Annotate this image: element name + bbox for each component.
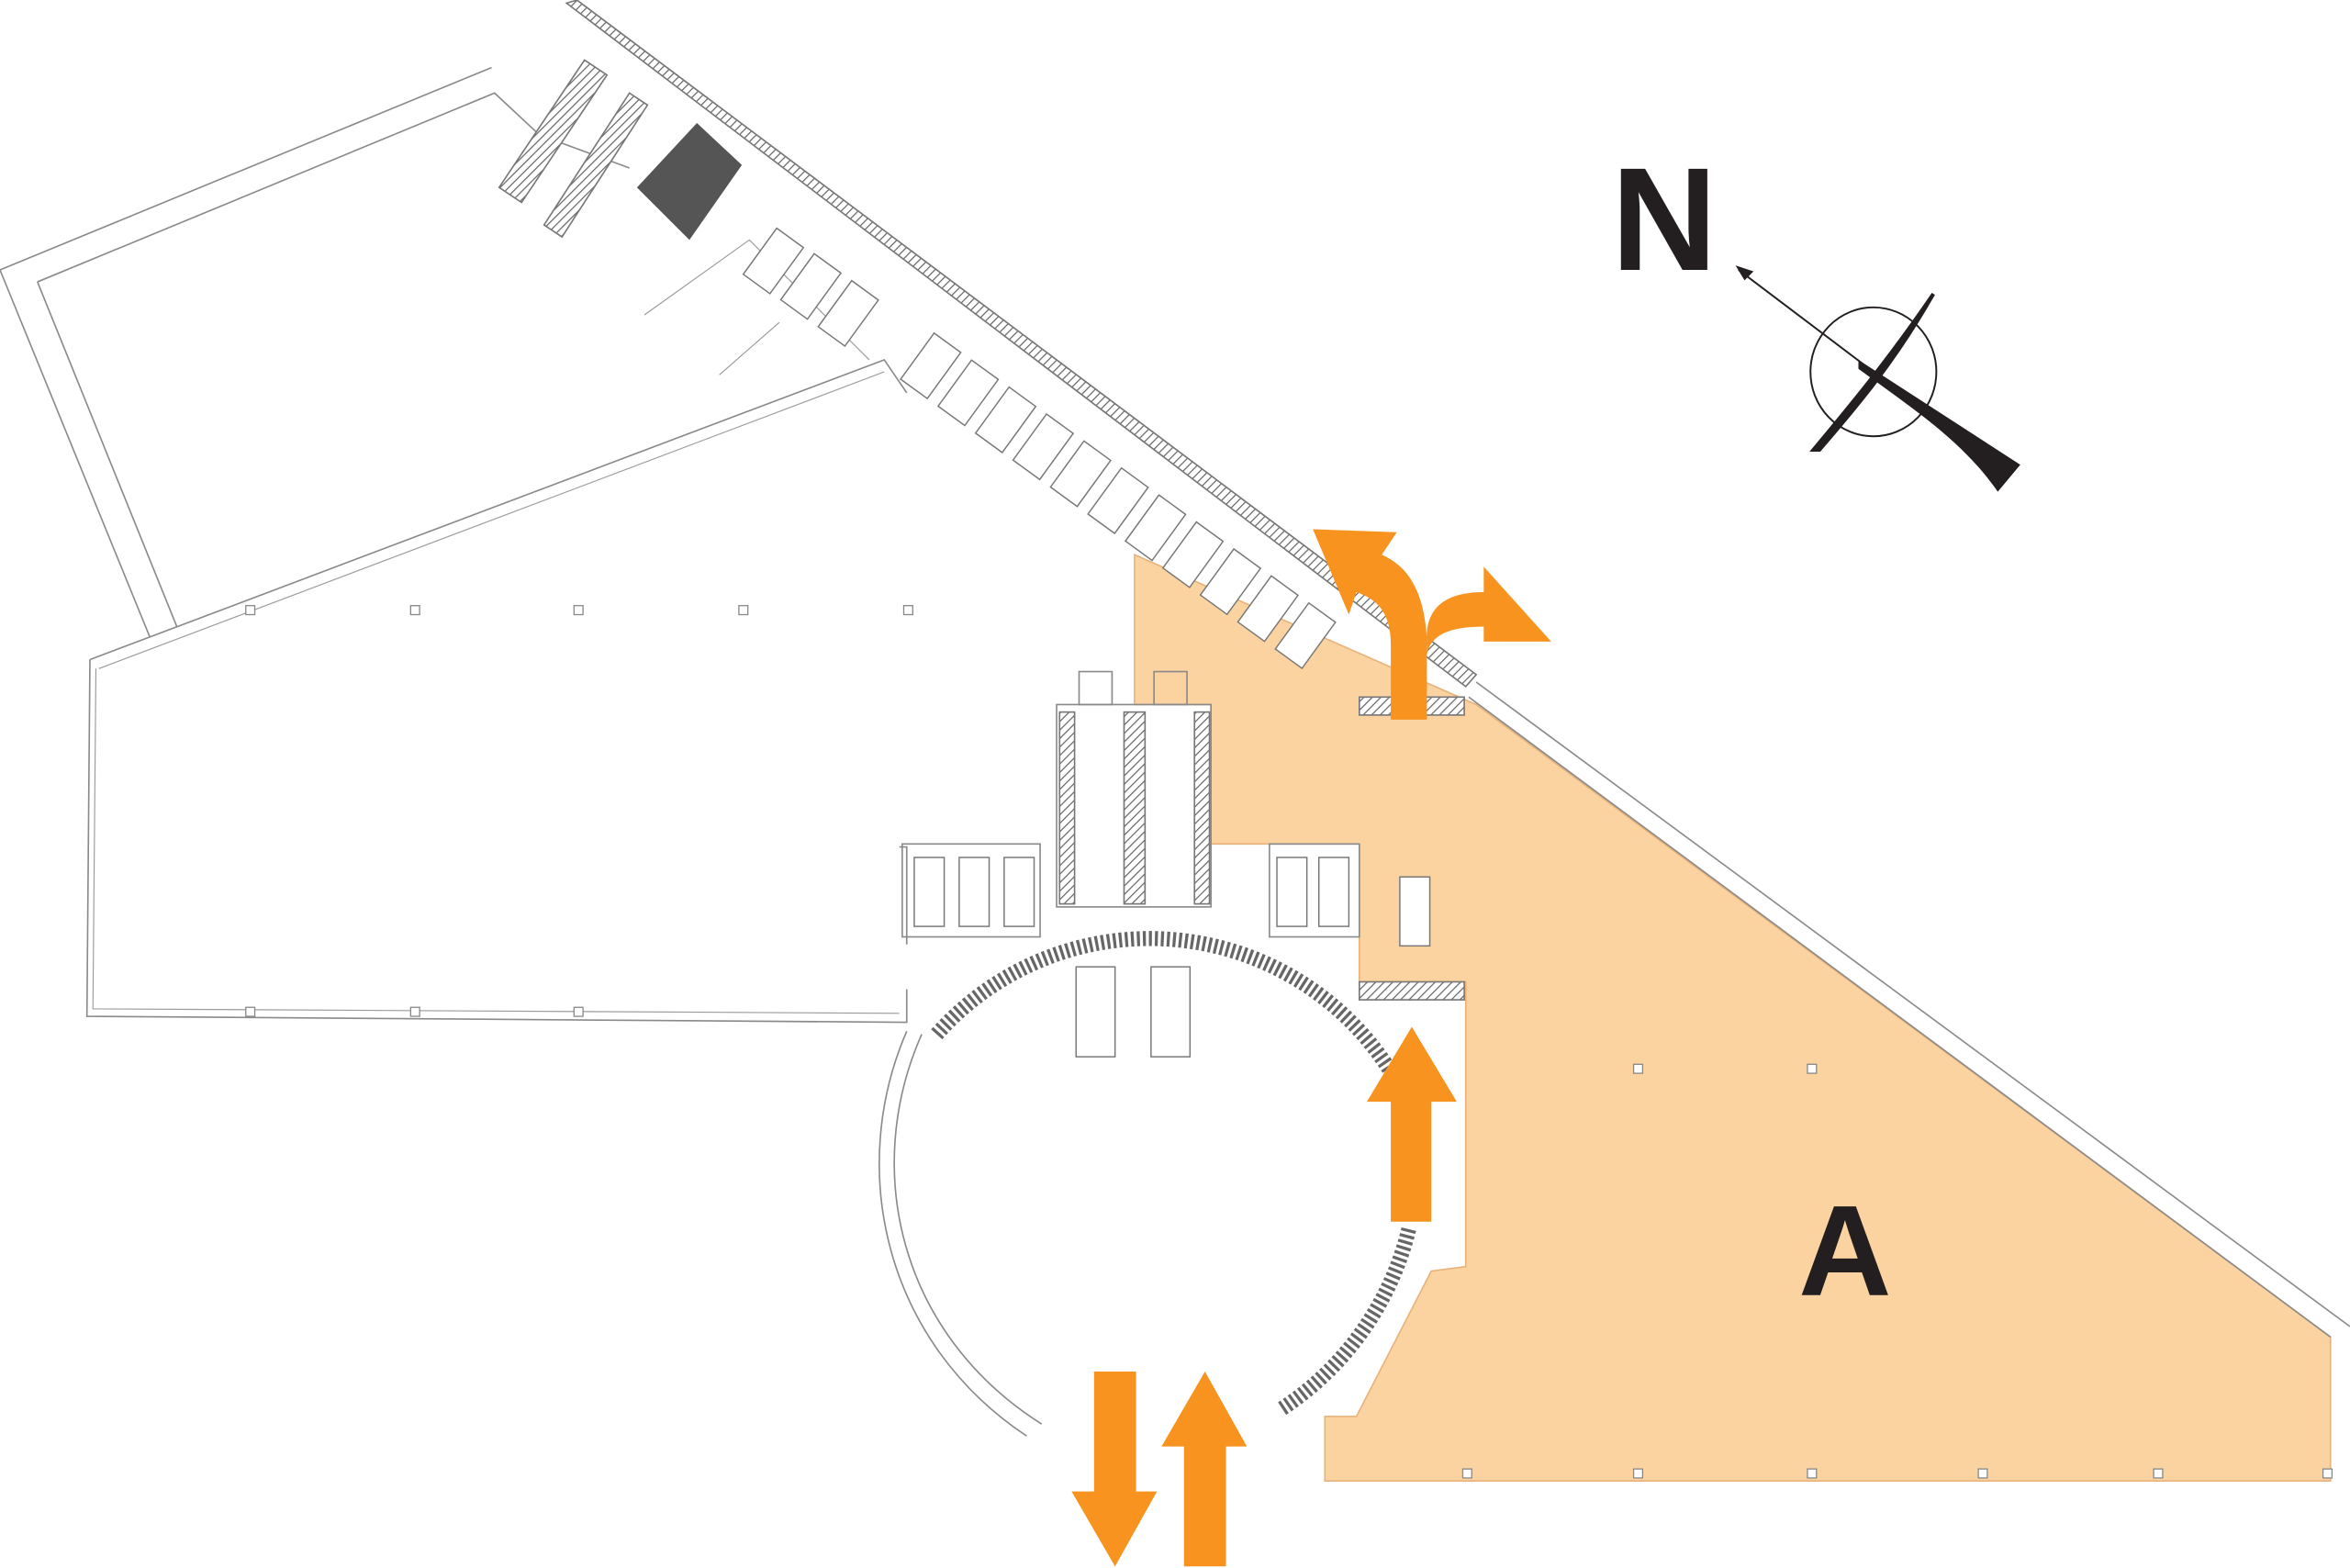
- traffic-direction-arrow-icon: [1161, 1372, 1248, 1567]
- traffic-direction-arrow-icon: [1313, 529, 1551, 720]
- central-ramps: [1056, 670, 1212, 908]
- traffic-direction-arrows: [1071, 529, 1551, 1567]
- traffic-direction-arrow-icon: [1071, 1372, 1158, 1567]
- north-arrow-compass-icon: [1735, 265, 2020, 492]
- traffic-direction-arrow-icon: [1366, 1026, 1457, 1222]
- diagonal-perimeter-wall: [498, 0, 2350, 1338]
- upper-wing-outline: [0, 66, 870, 638]
- north-label: N: [1611, 137, 1718, 301]
- parking-bays-center: [901, 843, 1431, 1058]
- zone-a-label: A: [1798, 1179, 1891, 1323]
- zone-a-area: [1134, 553, 2332, 1482]
- columns: [245, 605, 2333, 1479]
- circular-ramp: [878, 696, 1465, 1437]
- parking-row-diagonal: [742, 227, 1337, 670]
- lower-wing-outline: [85, 358, 908, 1024]
